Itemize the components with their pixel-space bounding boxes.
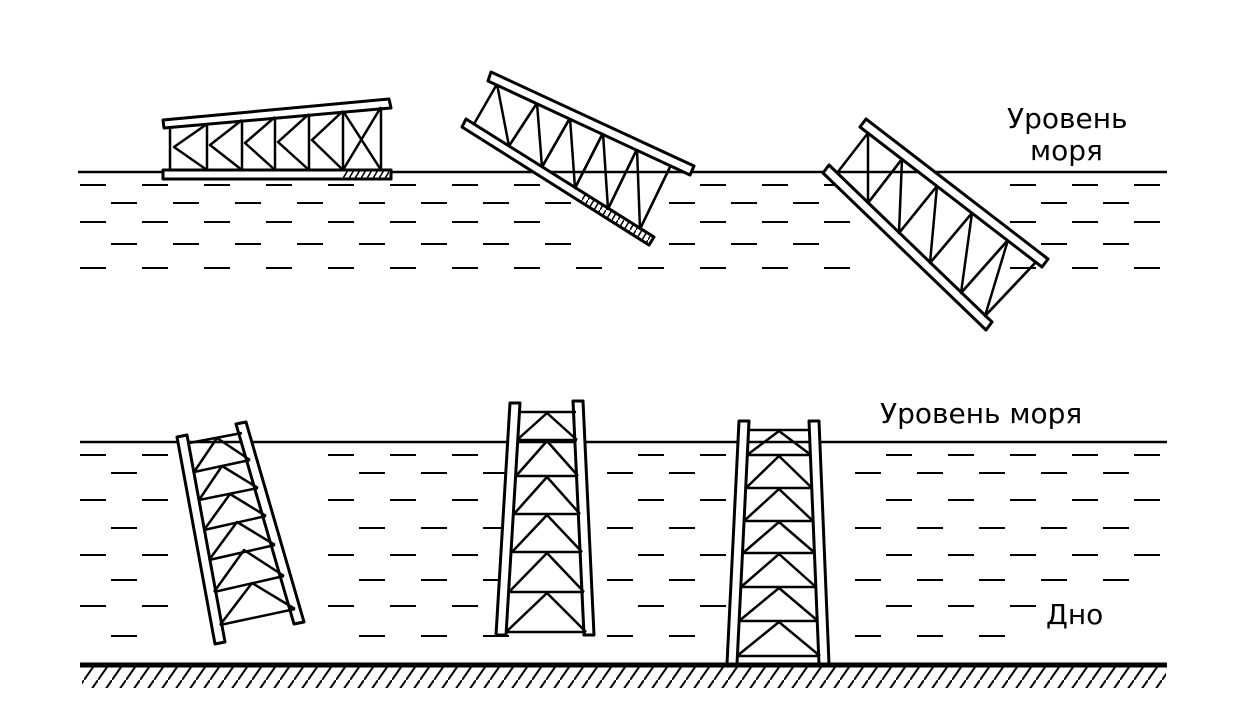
jacket-floating-top-chord — [161, 97, 393, 130]
top-water — [78, 170, 1167, 269]
jacket-vertical-left-leg — [494, 401, 522, 637]
jacket-sinking-lower-chord — [821, 163, 994, 332]
jacket-sinking — [821, 117, 1050, 332]
seabed-hatching — [82, 666, 1166, 688]
top-water-dashes — [80, 184, 1160, 269]
jacket-tilting-bracing — [472, 83, 673, 231]
bottom-water-dashes — [80, 454, 1160, 637]
sea-level-label-bottom: Уровень моря — [880, 397, 1083, 430]
jacket-upending-bracing — [188, 431, 296, 627]
buoyancy-tank-hatched-tilting — [580, 194, 651, 243]
jacket-vertical-bracing — [505, 410, 587, 634]
jacket-upending — [175, 420, 306, 646]
buoyancy-tank-hatched — [343, 171, 389, 179]
jacket-floating — [161, 97, 393, 181]
jacket-floating-bracing — [168, 106, 383, 172]
jacket-upending-right-leg — [234, 420, 306, 626]
seabed-label: Дно — [1046, 598, 1104, 631]
seabed — [80, 662, 1167, 688]
bottom-water — [80, 440, 1167, 637]
jacket-installed-right-leg — [807, 419, 831, 666]
jacket-vertical — [494, 399, 596, 637]
jacket-sinking-bracing — [836, 132, 1037, 318]
jacket-installed — [725, 419, 831, 666]
jacket-installed-bracing — [736, 428, 821, 658]
sea-level-label-top-line2: моря — [1030, 134, 1103, 167]
jacket-upending-left-leg — [175, 433, 227, 646]
jacket-installed-left-leg — [725, 419, 751, 666]
sea-level-label-top-line1: Уровень — [1007, 102, 1128, 135]
jacket-sinking-upper-chord — [858, 117, 1050, 269]
jacket-floating-bottom-chord — [161, 168, 393, 181]
jacket-tilting-upper-chord — [486, 70, 696, 177]
jacket-tilting — [460, 70, 696, 247]
jacket-vertical-right-leg — [571, 399, 596, 637]
